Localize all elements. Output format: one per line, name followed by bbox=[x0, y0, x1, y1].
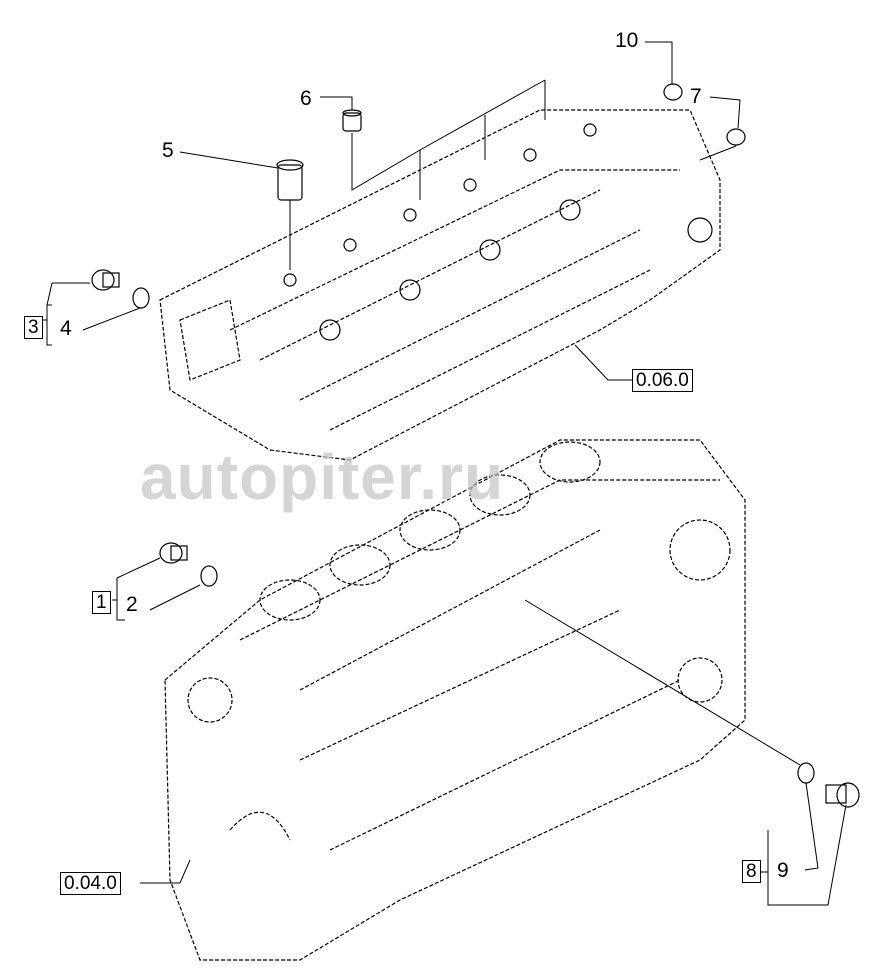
callout-7: 7 bbox=[690, 85, 702, 108]
plug-6 bbox=[342, 109, 362, 132]
watermark: autopiter.ru bbox=[140, 441, 505, 513]
plug-10 bbox=[663, 83, 683, 101]
callout-1: 1 bbox=[92, 591, 111, 614]
seal-9 bbox=[797, 762, 815, 784]
callout-8: 8 bbox=[742, 860, 761, 883]
plug-1 bbox=[159, 542, 188, 564]
callout-3: 3 bbox=[24, 316, 43, 339]
callout-5: 5 bbox=[162, 139, 174, 162]
plug-5 bbox=[276, 159, 304, 201]
reference-head[interactable]: 0.06.0 bbox=[632, 369, 693, 392]
plug-8 bbox=[825, 782, 860, 808]
callout-6: 6 bbox=[300, 87, 312, 110]
engine-block-outline bbox=[164, 439, 746, 961]
callout-10: 10 bbox=[615, 29, 639, 52]
reference-block[interactable]: 0.04.0 bbox=[60, 872, 121, 895]
cylinder-head-bolts bbox=[283, 123, 713, 341]
cylinder-head-outline bbox=[159, 109, 721, 461]
callout-4: 4 bbox=[60, 317, 72, 340]
plug-3 bbox=[91, 269, 120, 291]
callout-2: 2 bbox=[126, 593, 138, 616]
seal-4 bbox=[132, 287, 150, 309]
callout-9: 9 bbox=[777, 859, 789, 882]
leader-lines bbox=[40, 41, 847, 906]
seal-2 bbox=[200, 565, 218, 587]
plug-7 bbox=[726, 128, 746, 146]
